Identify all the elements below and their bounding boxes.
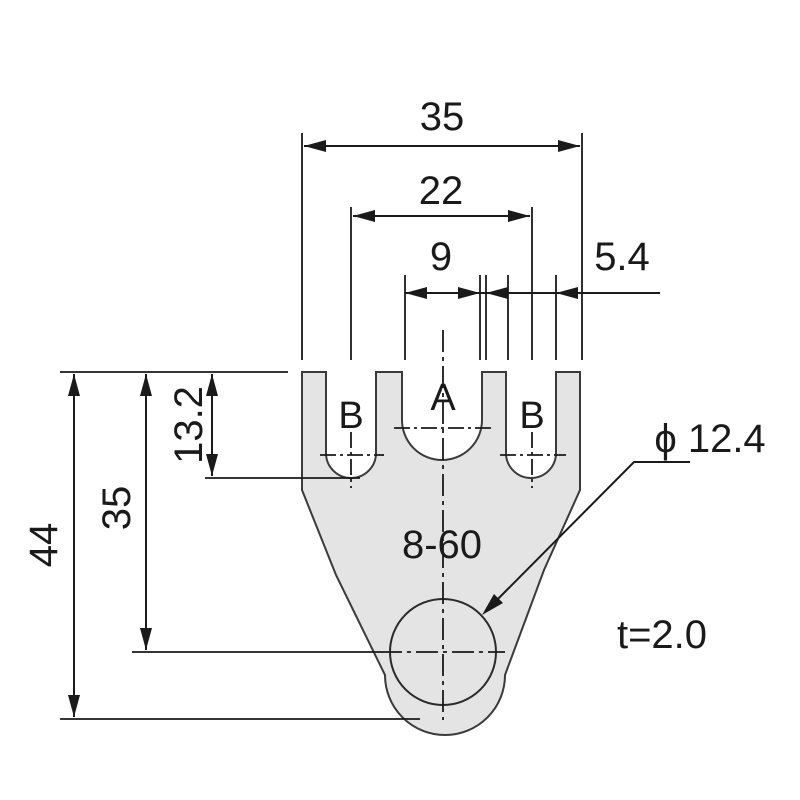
- dim-overall-height-label: 44: [22, 523, 66, 568]
- arrow: [556, 287, 578, 299]
- arrow: [558, 140, 580, 152]
- bracket-outline: [301, 371, 581, 736]
- arrow: [458, 287, 480, 299]
- arrow: [206, 374, 218, 396]
- arrow: [508, 210, 530, 222]
- arrow: [304, 140, 326, 152]
- thickness-label: t=2.0: [617, 613, 707, 657]
- slot-b-left-label: B: [338, 395, 363, 437]
- part-code-label: 8-60: [402, 523, 482, 567]
- dim-slot-depth-label: 13.2: [167, 386, 211, 464]
- hole-diameter-leader: [487, 461, 690, 610]
- arrow: [140, 374, 152, 396]
- slot-a-label: A: [430, 377, 456, 419]
- dim-b-spacing-label: 22: [419, 169, 464, 213]
- arrow: [482, 594, 503, 615]
- dim-hole-height-label: 35: [95, 486, 139, 531]
- arrow: [206, 454, 218, 476]
- arrow: [405, 287, 427, 299]
- slot-b-right-label: B: [519, 395, 544, 437]
- arrow: [68, 374, 80, 396]
- arrow: [68, 695, 80, 717]
- arrow: [353, 210, 375, 222]
- dim-overall-width-label: 35: [420, 95, 465, 139]
- dim-slot-width-label: 9: [430, 235, 452, 279]
- dim-hole-diameter-label: ϕ 12.4: [654, 417, 765, 461]
- dim-tab-width-label: 5.4: [594, 235, 650, 279]
- arrow: [486, 287, 508, 299]
- arrow: [140, 628, 152, 650]
